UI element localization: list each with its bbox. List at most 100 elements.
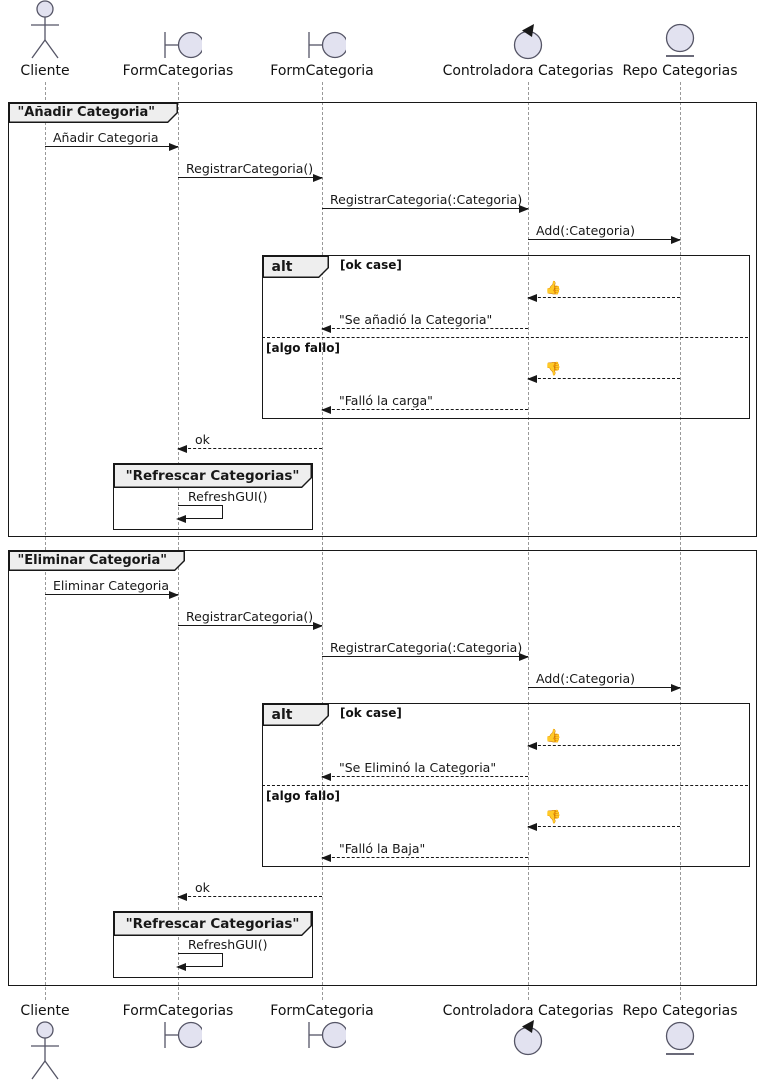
message-registrar-categoria: RegistrarCategoria()	[178, 161, 323, 182]
frame-eliminar-title-tab: "Eliminar Categoria"	[8, 550, 185, 571]
alt-divider	[262, 337, 748, 338]
message-label: ok	[195, 880, 210, 895]
arrowhead-right-icon	[313, 173, 323, 182]
self-message-refreshgui: RefreshGUI()	[176, 489, 267, 523]
message-add-categoria: Add(:Categoria)	[528, 223, 681, 244]
participant-name: Cliente	[20, 1003, 70, 1019]
guard-ok-case: [ok case]	[340, 258, 402, 272]
arrowhead-left-icon	[177, 892, 187, 901]
reply-fallo-carga: "Falló la carga"	[321, 393, 528, 414]
alt-label: alt	[264, 257, 328, 277]
arrowhead-right-icon	[671, 235, 681, 244]
message-label: RefreshGUI()	[188, 937, 268, 952]
frame-eliminar-categoria	[8, 550, 757, 986]
message-label: RegistrarCategoria()	[186, 161, 314, 176]
message-label: Add(:Categoria)	[536, 223, 635, 238]
message-label: Añadir Categoria	[53, 130, 159, 145]
participant-top-formcategoria: FormCategoria	[252, 0, 392, 80]
arrowhead-left-icon	[177, 444, 187, 453]
message-label: "Falló la carga"	[339, 393, 433, 408]
self-message-refreshgui: RefreshGUI()	[176, 937, 267, 971]
arrowhead-right-icon	[519, 652, 529, 661]
lifeline-formcategorias	[178, 82, 179, 1000]
guard-algo-fallo: [algo fallo]	[266, 341, 340, 355]
participant-top-formcategorias: FormCategorias	[108, 0, 248, 80]
reply-se-anadio: "Se añadió la Categoria"	[321, 312, 528, 333]
reply-thumb-up: 👍	[527, 729, 680, 750]
frame-title: "Refrescar Categorias"	[115, 913, 311, 935]
boundary-icon	[298, 30, 346, 60]
participant-bottom-cliente: Cliente	[0, 1000, 115, 1082]
guard-algo-fallo: [algo fallo]	[266, 789, 340, 803]
participant-bottom-repo: Repo Categorias	[610, 1000, 750, 1058]
refrescar-title-tab: "Refrescar Categorias"	[113, 911, 312, 936]
entity-icon	[662, 1020, 698, 1058]
message-label: RegistrarCategoria(:Categoria)	[330, 640, 523, 655]
participant-top-controladora: Controladora Categorias	[443, 0, 613, 80]
actor-icon	[25, 1020, 65, 1082]
arrowhead-left-icon	[176, 515, 186, 523]
arrowhead-left-icon	[321, 772, 331, 781]
participant-name: Repo Categorias	[622, 1003, 738, 1019]
control-icon	[510, 1020, 546, 1056]
reply-fallo-baja: "Falló la Baja"	[321, 841, 528, 862]
message-label: "Falló la Baja"	[339, 841, 426, 856]
reply-ok: ok	[177, 432, 322, 453]
alt-label-tab: alt	[262, 255, 329, 278]
alt-label: alt	[264, 705, 328, 725]
arrowhead-left-icon	[527, 293, 537, 302]
reply-se-elimino: "Se Eliminó la Categoria"	[321, 760, 528, 781]
participant-name: FormCategoria	[270, 1003, 374, 1019]
message-anadir-categoria: Añadir Categoria	[45, 130, 179, 151]
message-registrar-categoria-param: RegistrarCategoria(:Categoria)	[322, 192, 529, 213]
lifeline-formcategoria	[322, 82, 323, 1000]
arrowhead-right-icon	[313, 621, 323, 630]
message-registrar-categoria: RegistrarCategoria()	[178, 609, 323, 630]
lifeline-controladora	[528, 82, 529, 1000]
arrowhead-left-icon	[527, 374, 537, 383]
arrowhead-right-icon	[169, 142, 179, 151]
boundary-icon	[154, 30, 202, 60]
reply-thumb-down: 👎	[527, 810, 680, 831]
thumb-down-icon: 👎	[545, 810, 562, 825]
message-add-categoria: Add(:Categoria)	[528, 671, 681, 692]
boundary-icon	[298, 1020, 346, 1050]
arrowhead-left-icon	[321, 324, 331, 333]
reply-thumb-up: 👍	[527, 281, 680, 302]
message-label: Add(:Categoria)	[536, 671, 635, 686]
participant-name: Controladora Categorias	[442, 63, 614, 79]
message-label: RegistrarCategoria()	[186, 609, 314, 624]
message-label: "Se Eliminó la Categoria"	[339, 760, 497, 775]
entity-icon	[662, 22, 698, 60]
frame-anadir-categoria	[8, 102, 757, 537]
frame-title: "Añadir Categoria"	[10, 104, 177, 122]
arrowhead-left-icon	[321, 853, 331, 862]
participant-bottom-formcategoria: FormCategoria	[252, 1000, 392, 1050]
lifeline-cliente	[45, 82, 46, 1000]
message-label: RefreshGUI()	[188, 489, 268, 504]
participant-bottom-controladora: Controladora Categorias	[443, 1000, 613, 1056]
message-label: RegistrarCategoria(:Categoria)	[330, 192, 523, 207]
participant-name: Cliente	[20, 63, 70, 79]
participant-name: FormCategorias	[122, 63, 234, 79]
arrowhead-left-icon	[527, 741, 537, 750]
arrowhead-left-icon	[176, 963, 186, 971]
message-label: "Se añadió la Categoria"	[339, 312, 493, 327]
participant-name: Repo Categorias	[622, 63, 738, 79]
thumb-up-icon: 👍	[545, 281, 562, 296]
guard-ok-case: [ok case]	[340, 706, 402, 720]
frame-title: "Refrescar Categorias"	[115, 465, 311, 487]
thumb-up-icon: 👍	[545, 729, 562, 744]
participant-top-cliente: Cliente	[0, 0, 115, 80]
message-label: ok	[195, 432, 210, 447]
participant-name: FormCategorias	[122, 1003, 234, 1019]
message-label: Eliminar Categoria	[53, 578, 170, 593]
participant-name: FormCategoria	[270, 63, 374, 79]
alt-divider	[262, 785, 748, 786]
refrescar-title-tab: "Refrescar Categorias"	[113, 463, 312, 488]
message-registrar-categoria-param: RegistrarCategoria(:Categoria)	[322, 640, 529, 661]
arrowhead-right-icon	[169, 590, 179, 599]
participant-name: Controladora Categorias	[442, 1003, 614, 1019]
lifeline-repo	[680, 82, 681, 1000]
